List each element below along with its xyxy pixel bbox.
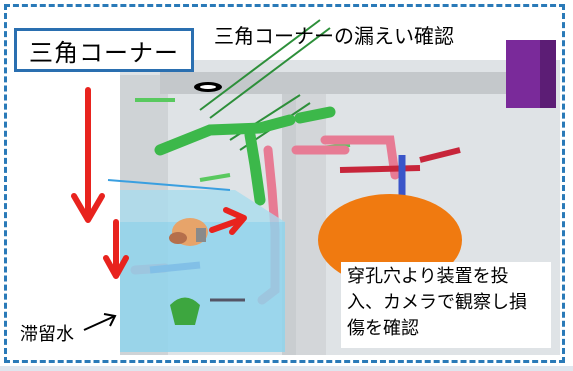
upper-floor — [160, 72, 540, 94]
water-upper — [120, 190, 285, 222]
pointer-arrow — [83, 313, 117, 331]
bottom-strip — [0, 366, 573, 371]
header-label: 三角コーナーの漏えい確認 — [214, 24, 454, 48]
callout-line: 穿孔穴より装置を投 — [347, 266, 509, 287]
callout-line: 入、カメラで観察し損 — [347, 292, 527, 313]
green-pipes — [154, 106, 336, 206]
red-pipes — [339, 147, 461, 173]
red-arrows — [71, 87, 247, 279]
water-line — [107, 179, 231, 191]
callout-line: 傷を確認 — [347, 318, 419, 339]
title-box: 三角コーナー — [14, 28, 194, 72]
callout-box: 穿孔穴より装置を投 入、カメラで観察し損 傷を確認 — [341, 262, 551, 348]
purple-equipment-side — [540, 40, 556, 108]
center-column — [282, 75, 300, 355]
water-pool — [120, 222, 285, 352]
title-text: 三角コーナー — [29, 38, 179, 67]
water-label: 滞留水 — [20, 324, 74, 345]
pump — [170, 297, 200, 325]
stairs — [199, 19, 331, 151]
dashed-frame — [4, 4, 565, 363]
